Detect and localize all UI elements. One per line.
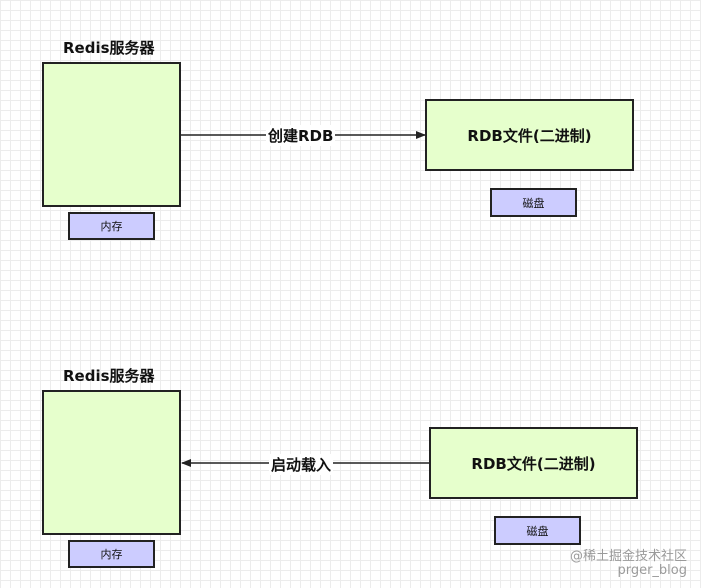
- top-redis-server-box: [42, 62, 181, 207]
- bottom-server-title: Redis服务器: [63, 367, 155, 385]
- watermark-text: @稀土掘金技术社区: [569, 549, 687, 564]
- bottom-redis-server-box: [42, 390, 181, 535]
- top-disk-tag: 磁盘: [490, 188, 577, 217]
- bottom-disk-tag: 磁盘: [494, 516, 581, 545]
- create-rdb-label: 创建RDB: [266, 125, 336, 146]
- load-rdb-label: 启动载入: [269, 454, 334, 475]
- top-server-title: Redis服务器: [63, 39, 155, 57]
- bottom-memory-tag: 内存: [68, 540, 155, 568]
- watermark-sub: prger_blog: [617, 563, 687, 578]
- top-memory-tag: 内存: [68, 212, 155, 240]
- watermark: @稀土掘金技术社区 prger_blog: [570, 550, 687, 578]
- top-rdb-file-box: RDB文件(二进制): [425, 99, 634, 171]
- bottom-rdb-file-box: RDB文件(二进制): [429, 427, 638, 499]
